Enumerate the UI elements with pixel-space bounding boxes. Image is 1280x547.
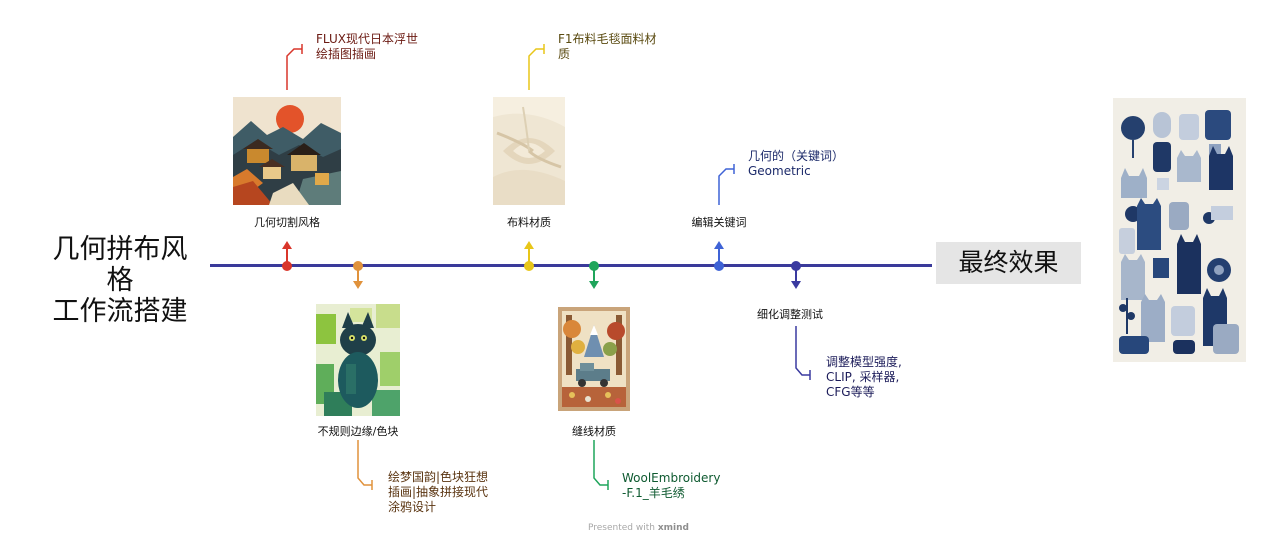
node-green-marker[interactable] [589,261,599,289]
note-blue: 几何的（关键词） Geometric [748,149,845,178]
note-connector-yellow [528,48,544,90]
footer-prefix: Presented with [588,523,655,533]
abstract-cat-image [316,304,400,416]
final-result-box[interactable]: 最终效果 [936,242,1081,284]
note-yellow: F1布料毛毯面料材 质 [558,32,657,61]
root-title-line2: 工作流搭建 [52,296,188,327]
note-connector-blue [718,168,734,205]
footer-credit[interactable]: Presented with xmind [588,523,689,533]
note-connector-red [286,48,302,90]
note-connector-green [593,440,608,486]
note-connector-indigo [795,326,810,376]
node-label-yellow[interactable]: 布料材质 [507,216,551,229]
cream-fabric-image [493,97,565,205]
node-yellow-marker[interactable] [524,241,534,271]
node-orange-marker[interactable] [353,261,363,289]
note-green: WoolEmbroidery -F.1_羊毛绣 [622,471,721,500]
node-label-blue[interactable]: 编辑关键词 [691,216,747,229]
note-red: FLUX现代日本浮世 绘插图插画 [316,32,418,61]
root-title: 几何拼布风格 工作流搭建 [40,234,200,327]
node-label-orange[interactable]: 不规则边缘/色块 [317,425,399,438]
node-blue-marker[interactable] [714,241,724,271]
root-title-line1: 几何拼布风格 [52,234,188,296]
node-indigo-marker[interactable] [791,261,801,289]
node-red-marker[interactable] [282,241,292,271]
note-connector-orange [357,440,372,486]
patchwork-cats-result-image [1113,98,1246,362]
ukiyoe-landscape-image [233,97,341,205]
node-label-indigo[interactable]: 细化调整测试 [757,308,823,321]
node-label-red[interactable]: 几何切割风格 [254,216,320,229]
note-indigo: 调整模型强度, CLIP, 采样器, CFG等等 [826,355,902,399]
node-label-green[interactable]: 缝线材质 [572,425,616,438]
xmind-logo-text: xmind [657,523,689,533]
note-orange: 绘梦国韵|色块狂想 插画|抽象拼接现代 涂鸦设计 [388,470,489,514]
timeline-line [210,264,932,267]
embroidered-forest-image [558,307,630,411]
